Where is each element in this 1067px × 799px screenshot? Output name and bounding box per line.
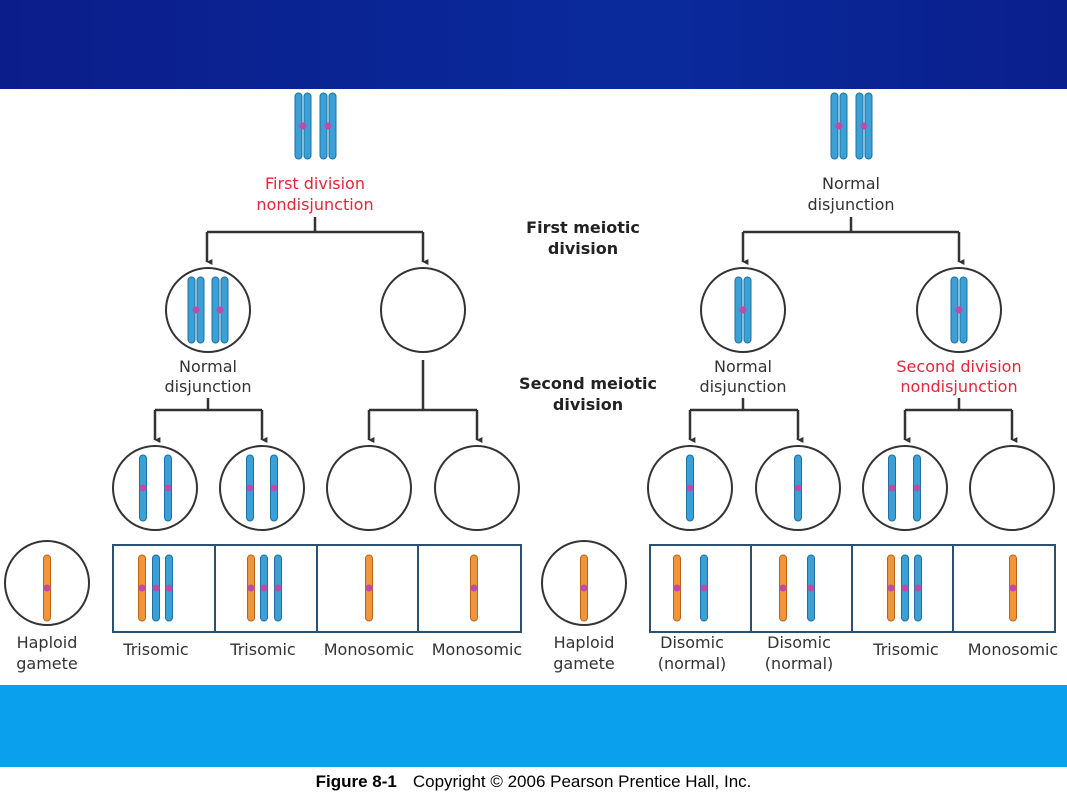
second-meiotic-label-2: division <box>553 395 623 414</box>
centromere <box>192 306 200 314</box>
right-mid-a-label-1: Normal <box>714 357 772 376</box>
centromere <box>299 122 307 130</box>
left-outcome-3: Monosomic <box>324 640 414 659</box>
haploid-right-label-1: Haploid <box>554 633 615 652</box>
centromere <box>686 484 694 492</box>
centromere <box>860 122 868 130</box>
centromere <box>165 584 173 592</box>
first-meiotic-label-2: division <box>548 239 618 258</box>
centromere <box>888 484 896 492</box>
figure-caption: Figure 8-1 Copyright © 2006 Pearson Prent… <box>0 772 1067 792</box>
right-mid-b-label-2: nondisjunction <box>900 377 1017 396</box>
centromere <box>914 584 922 592</box>
cell-left-m2-2 <box>219 445 305 531</box>
left-mid-label-2: disjunction <box>164 377 251 396</box>
centromere <box>913 484 921 492</box>
centromere <box>247 584 255 592</box>
centromere <box>955 306 963 314</box>
centromere <box>673 584 681 592</box>
right-top-label-1: Normal <box>822 174 880 193</box>
centromere <box>1009 584 1017 592</box>
text-labels: First division nondisjunction Normal dis… <box>16 174 1058 673</box>
haploid-left-label-1: Haploid <box>17 633 78 652</box>
chromosomes <box>43 92 1017 622</box>
centromere <box>152 584 160 592</box>
centromere <box>739 306 747 314</box>
zygote-boxes <box>112 544 1056 633</box>
centromere <box>274 584 282 592</box>
centromere <box>470 584 478 592</box>
haploid-right-label-2: gamete <box>553 654 615 673</box>
centromere <box>246 484 254 492</box>
haploid-left-label-2: gamete <box>16 654 78 673</box>
right-mid-a-label-2: disjunction <box>699 377 786 396</box>
centromere <box>216 306 224 314</box>
cell-left-m2-3 <box>326 445 412 531</box>
centromere <box>365 584 373 592</box>
centromere <box>700 584 708 592</box>
cell-right-m2-3 <box>862 445 948 531</box>
centromere <box>901 584 909 592</box>
right-outcome-3: Trisomic <box>872 640 938 659</box>
left-tree-lines <box>153 217 483 443</box>
cell-left-m2-1 <box>112 445 198 531</box>
centromere <box>779 584 787 592</box>
copyright-text: Copyright © 2006 Pearson Prentice Hall, … <box>412 772 752 791</box>
centromere <box>807 584 815 592</box>
right-tree-lines <box>688 217 1018 443</box>
right-outcome-2a: Disomic <box>767 633 831 652</box>
right-outcome-4: Monosomic <box>968 640 1058 659</box>
centromere <box>835 122 843 130</box>
cells <box>4 267 1055 626</box>
first-meiotic-label-1: First meiotic <box>526 218 640 237</box>
left-top-label-2: nondisjunction <box>256 195 373 214</box>
cell-right-m2-4 <box>969 445 1055 531</box>
centromere <box>139 484 147 492</box>
centromere <box>324 122 332 130</box>
second-meiotic-label-1: Second meiotic <box>519 374 657 393</box>
left-outcome-2: Trisomic <box>229 640 295 659</box>
centromere <box>260 584 268 592</box>
cell-left-m1-a <box>165 267 251 353</box>
centromere <box>887 584 895 592</box>
header-band <box>0 0 1067 89</box>
right-top-label-2: disjunction <box>807 195 894 214</box>
centromere <box>270 484 278 492</box>
centromere <box>164 484 172 492</box>
centromere <box>43 584 51 592</box>
left-outcome-4: Monosomic <box>432 640 522 659</box>
centromere <box>138 584 146 592</box>
left-top-label-1: First division <box>265 174 365 193</box>
footer-band <box>0 685 1067 767</box>
left-mid-label-1: Normal <box>179 357 237 376</box>
centromere <box>580 584 588 592</box>
right-outcome-1a: Disomic <box>660 633 724 652</box>
figure-number: Figure 8-1 <box>315 772 397 791</box>
right-mid-b-label-1: Second division <box>896 357 1021 376</box>
right-outcome-2b: (normal) <box>765 654 834 673</box>
cell-left-m2-4 <box>434 445 520 531</box>
centromere <box>794 484 802 492</box>
cell-left-m1-b <box>380 267 466 353</box>
left-outcome-1: Trisomic <box>122 640 188 659</box>
right-outcome-1b: (normal) <box>658 654 727 673</box>
